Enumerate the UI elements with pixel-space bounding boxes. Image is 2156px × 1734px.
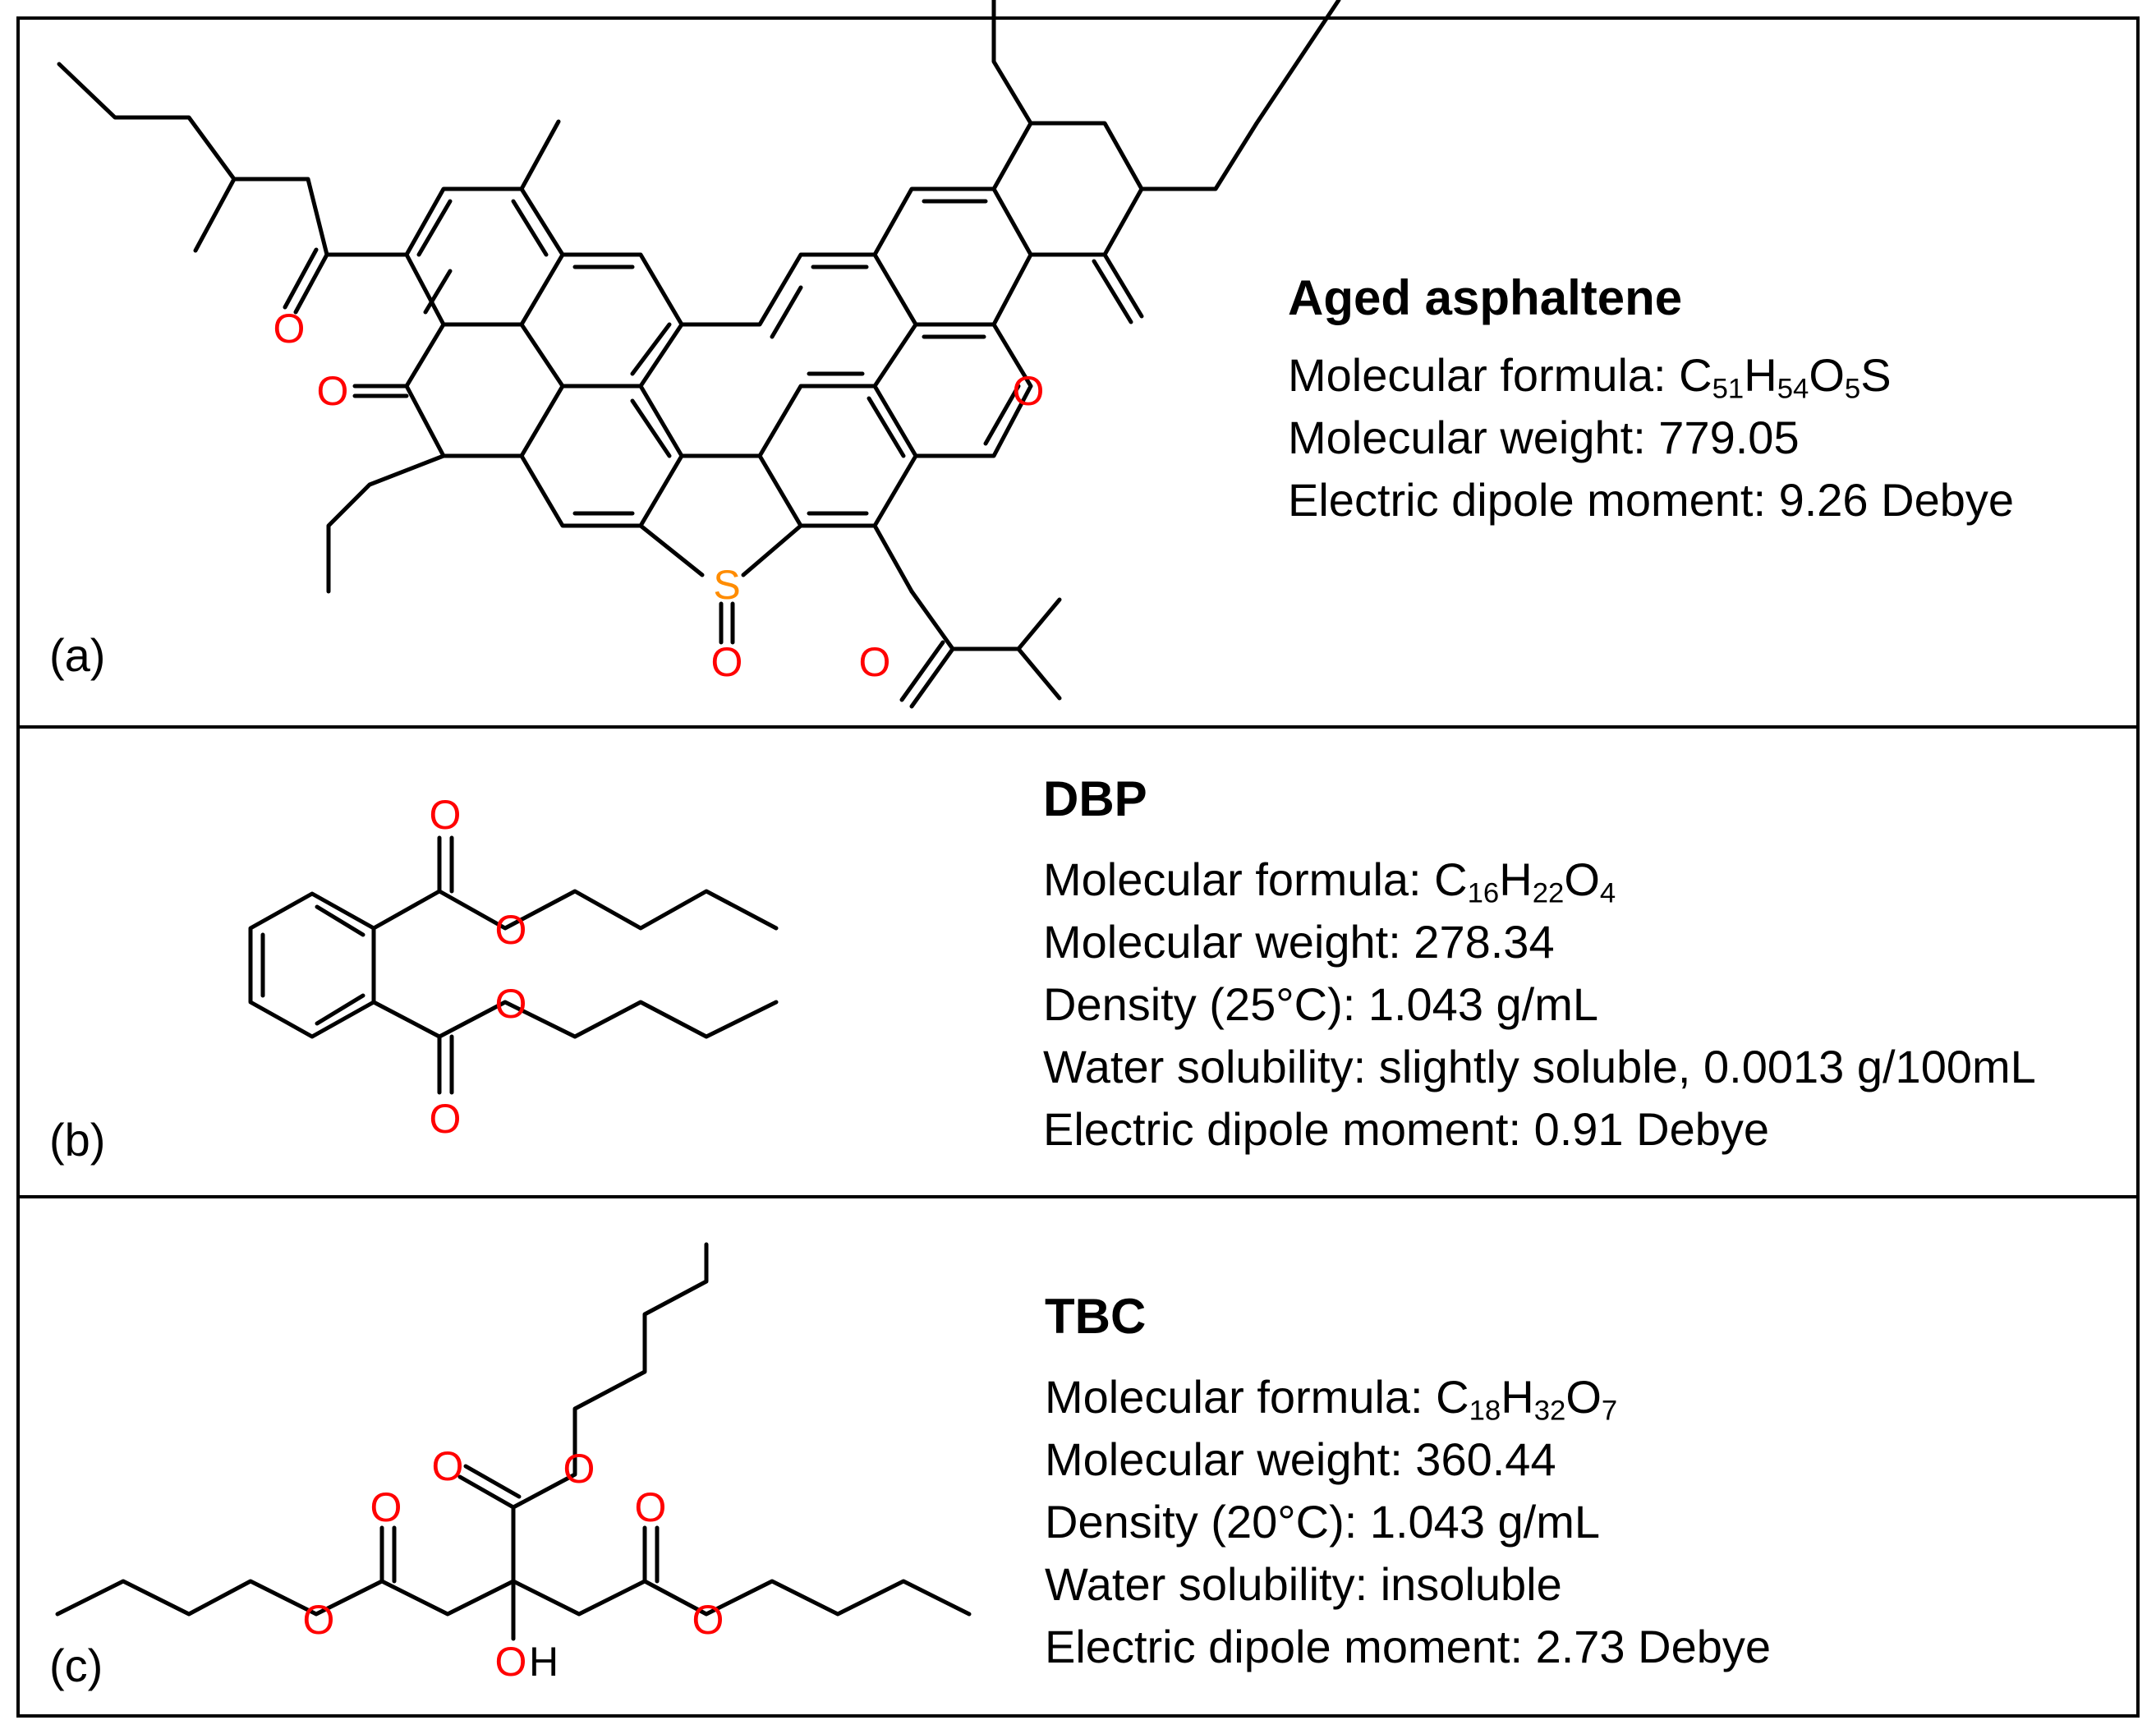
- atom-o-c6: O: [692, 1597, 724, 1643]
- panel-divider-bc: [16, 1195, 2140, 1198]
- dbp-formula: Molecular formula: C16H22O4: [1043, 853, 1616, 909]
- atom-o-a4: O: [711, 639, 743, 685]
- ester-upper: [371, 889, 779, 931]
- tbc-solubility: Water solubility: insoluble: [1045, 1558, 1562, 1610]
- atom-o-b4: O: [430, 1096, 462, 1142]
- tbc-weight: Molecular weight: 360.44: [1045, 1433, 1556, 1485]
- atom-o-a5: O: [859, 639, 891, 685]
- atom-o-c3: O: [370, 1484, 402, 1530]
- tbc-dipole: Electric dipole moment: 2.73 Debye: [1045, 1621, 1771, 1672]
- atom-oh-h: H: [529, 1639, 559, 1685]
- atom-o-a2: O: [317, 368, 349, 414]
- propyl-a: [326, 453, 446, 594]
- ethyl-a: [991, 0, 1033, 126]
- dbp-density: Density (25°C): 1.043 g/mL: [1043, 978, 1599, 1030]
- ring-a2: [404, 322, 565, 458]
- ketone-left: [352, 384, 409, 398]
- chain-c-left: [55, 1579, 516, 1617]
- asphaltene-title: Aged asphaltene: [1288, 270, 1683, 325]
- ring-a10: [872, 523, 914, 594]
- atom-o-a3: O: [1013, 368, 1045, 414]
- atom-o-c2: O: [563, 1446, 595, 1492]
- co-lower: [437, 1034, 454, 1095]
- ring-a1-db: [416, 199, 549, 315]
- dbp-weight: Molecular weight: 278.34: [1043, 916, 1555, 968]
- atom-o-c4: O: [635, 1484, 667, 1530]
- co-lr: [899, 640, 955, 709]
- methyl-a: [519, 119, 561, 191]
- atom-o-b3: O: [495, 981, 527, 1027]
- asphaltene-info: Aged asphaltene Molecular formula: C51H5…: [1288, 267, 2014, 531]
- ring-a3: [560, 252, 684, 389]
- atom-o-c5: O: [303, 1597, 335, 1643]
- co-c-right: [642, 1525, 660, 1584]
- ring-a6: [757, 384, 918, 528]
- asphaltene-formula: Molecular formula: C51H54O5S: [1288, 349, 1892, 405]
- ester-lower: [371, 1000, 779, 1039]
- tbc-structure: O O O O O O O H: [55, 1242, 972, 1685]
- ketone-right: [1092, 252, 1144, 324]
- ring-a7-db: [922, 334, 1021, 446]
- atom-o-a1: O: [274, 306, 306, 352]
- co-c-up: [457, 1464, 522, 1510]
- benzene-ring: [248, 891, 376, 1039]
- ring-a8: [872, 186, 1033, 327]
- tbc-info: TBC Molecular formula: C18H32O7 Molecula…: [1045, 1286, 1771, 1678]
- asphaltene-structure: O O O S O O: [57, 0, 1341, 709]
- chain-c-right: [511, 1579, 972, 1617]
- ring-a6-db: [807, 396, 906, 516]
- ring-a3-db: [572, 264, 672, 376]
- dbp-structure: O O O O: [248, 792, 779, 1142]
- tbc-density: Density (20°C): 1.043 g/mL: [1045, 1496, 1601, 1548]
- co-c-left: [379, 1525, 397, 1584]
- ring-a7: [913, 322, 1033, 458]
- asphaltene-dipole: Electric dipole moment: 9.26 Debye: [1288, 474, 2014, 526]
- bond-co-a: [283, 247, 329, 315]
- tbc-formula: Molecular formula: C18H32O7: [1045, 1371, 1618, 1427]
- ring-a4: [519, 384, 684, 528]
- atom-o-c1: O: [432, 1443, 464, 1489]
- figure-frame: [16, 16, 2140, 1718]
- dbp-solubility: Water solubility: slightly soluble, 0.00…: [1043, 1041, 2036, 1092]
- dbp-info: DBP Molecular formula: C16H22O4 Molecula…: [1043, 768, 2036, 1161]
- ring-a5-db: [770, 264, 869, 376]
- sulfoxide-bond: [719, 601, 735, 645]
- ring-a5: [679, 252, 918, 458]
- panel-divider-ab: [16, 725, 2140, 729]
- thiophene-bonds: [638, 523, 803, 577]
- tbc-title: TBC: [1045, 1289, 1147, 1344]
- central-up: [511, 1242, 709, 1584]
- dbp-title: DBP: [1043, 771, 1147, 826]
- ring-a4-db: [572, 384, 672, 516]
- bond-chain-a1: [57, 62, 329, 257]
- atom-oh-o: O: [495, 1639, 527, 1685]
- panel-label-c: (c): [49, 1640, 103, 1691]
- atom-o-b1: O: [430, 792, 462, 838]
- butyl-a: [1139, 0, 1341, 191]
- bond-chain-a2: [193, 177, 237, 253]
- atom-s-a: S: [713, 562, 740, 608]
- panel-label-a: (a): [49, 629, 106, 681]
- co-upper: [437, 835, 454, 894]
- atom-o-b2: O: [495, 907, 527, 953]
- ketone-lr: [909, 589, 1062, 701]
- benzene-db: [260, 904, 365, 1026]
- ring-a9: [991, 121, 1144, 257]
- dbp-dipole: Electric dipole moment: 0.91 Debye: [1043, 1103, 1769, 1155]
- asphaltene-weight: Molecular weight: 779.05: [1288, 412, 1800, 463]
- panel-label-b: (b): [49, 1114, 106, 1166]
